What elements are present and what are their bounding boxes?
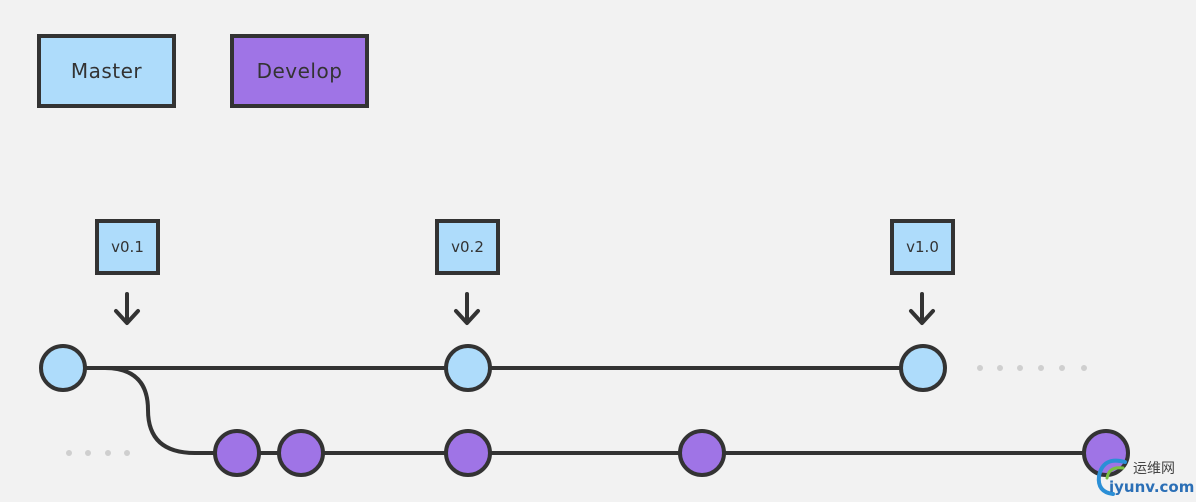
watermark-chinese-text: 运维网: [1133, 461, 1175, 477]
tag-arrow-v1-0: [909, 292, 935, 325]
master-commit: [899, 344, 947, 392]
legend-develop-label: Develop: [256, 59, 343, 83]
watermark-swirl-icon: [1096, 458, 1127, 496]
master-commit: [444, 344, 492, 392]
version-tag-v0-2: v0.2: [435, 219, 500, 275]
develop-branch-curve: [86, 366, 238, 455]
develop-commit: [213, 429, 261, 477]
legend-master-label: Master: [70, 59, 143, 83]
watermark-domain-text: iyunv.com: [1109, 478, 1195, 496]
version-tag-v1-0: v1.0: [890, 219, 955, 275]
tag-arrow-v0-2: [454, 292, 480, 325]
master-continuation-dots: [977, 365, 1087, 371]
watermark: 运维网 iyunv.com: [1093, 454, 1195, 500]
develop-commit: [1082, 429, 1130, 477]
version-tag-v0-1: v0.1: [95, 219, 160, 275]
version-tag-label: v0.1: [111, 238, 144, 256]
develop-commit: [277, 429, 325, 477]
develop-commit: [678, 429, 726, 477]
legend-develop-box: Develop: [230, 34, 369, 108]
master-commit: [39, 344, 87, 392]
develop-leading-dots: [66, 450, 130, 456]
version-tag-label: v1.0: [906, 238, 939, 256]
develop-commit: [444, 429, 492, 477]
tag-arrow-v0-1: [114, 292, 140, 325]
legend-master-box: Master: [37, 34, 176, 108]
version-tag-label: v0.2: [451, 238, 484, 256]
